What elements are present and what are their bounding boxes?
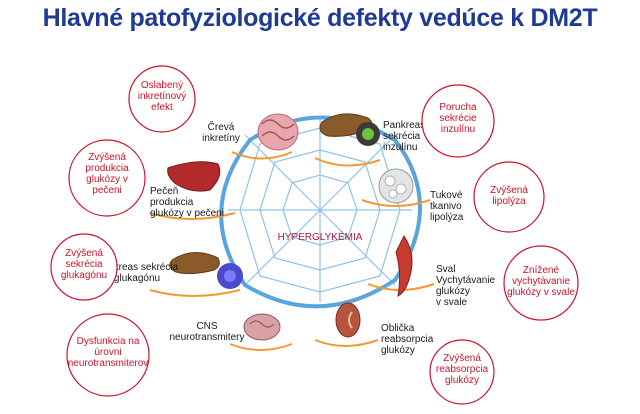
text-line: inzulínu	[441, 124, 475, 135]
text-line: reabsorpcia	[436, 364, 489, 375]
text-line: produkcia	[150, 197, 194, 208]
spider-web	[228, 118, 412, 302]
text-line: glukózy v svale	[507, 287, 575, 298]
center-label: HYPERGLYKÉMIA	[278, 230, 363, 243]
text-line: Zvýšená	[65, 248, 103, 259]
text-line: neurotransmitery	[169, 332, 244, 343]
text-line: Porucha	[439, 102, 477, 113]
text-line: Znížené	[523, 265, 560, 276]
text-line: Vychytávanie	[436, 275, 496, 286]
text-line: Sval	[436, 264, 455, 275]
text-line: Pankreas sekrécia	[96, 262, 179, 273]
text-line: inzulínu	[383, 142, 417, 153]
text-line: glukózy v	[86, 174, 128, 185]
text-line: vychytávanie	[512, 276, 570, 287]
liver-icon	[167, 161, 221, 192]
text-line: glukózy	[436, 286, 470, 297]
text-line: Oslabený	[141, 80, 183, 91]
text-line: Oblička	[381, 323, 415, 334]
text-line: lipolýza	[492, 196, 526, 207]
text-line: Zvýšená	[443, 353, 481, 364]
text-line: Črevá	[208, 120, 235, 133]
text-line: Dysfunkcia na	[77, 336, 140, 347]
text-line: úrovni	[94, 347, 121, 358]
pancreas-insulin-icon	[319, 113, 380, 146]
text-line: sekrécia	[383, 131, 421, 142]
text-line: neurotransmiterov	[68, 358, 149, 369]
text-line: glukózy	[445, 375, 479, 386]
text-line: glukózy	[381, 345, 415, 356]
muscle-icon	[395, 235, 413, 297]
text-line: glukagónu	[61, 270, 107, 281]
text-line: tkanivo	[430, 201, 462, 212]
intestine-icon	[257, 113, 299, 151]
text-line: CNS	[196, 321, 217, 332]
text-line: glukózy v pečeni	[150, 208, 224, 219]
text-line: pečeni	[92, 185, 121, 196]
kidney-icon	[335, 302, 361, 338]
text-line: lipolýza	[430, 212, 464, 223]
text-line: inkretíny	[202, 133, 240, 144]
text-line: Pečeň	[150, 186, 178, 197]
text-line: sekrécie	[439, 113, 477, 124]
text-line: v svale	[436, 297, 468, 308]
fat-tissue-icon	[378, 168, 414, 204]
text-line: Zvýšená	[490, 185, 528, 196]
text-line: reabsorpcia	[381, 334, 434, 345]
pancreas-glucagon-icon	[169, 252, 243, 289]
text-line: produkcia	[85, 163, 129, 174]
text-line: glukagónu	[114, 273, 160, 284]
text-line: Tukové	[430, 190, 463, 201]
text-line: Pankreas	[383, 120, 425, 131]
text-line: efekt	[151, 102, 173, 113]
text-line: inkretínový	[138, 91, 186, 102]
brain-icon	[243, 313, 281, 341]
text-line: Zvýšená	[88, 152, 126, 163]
text-line: sekrécia	[65, 259, 103, 270]
diagram-title: Hlavné patofyziologické defekty vedúce k…	[42, 4, 598, 32]
